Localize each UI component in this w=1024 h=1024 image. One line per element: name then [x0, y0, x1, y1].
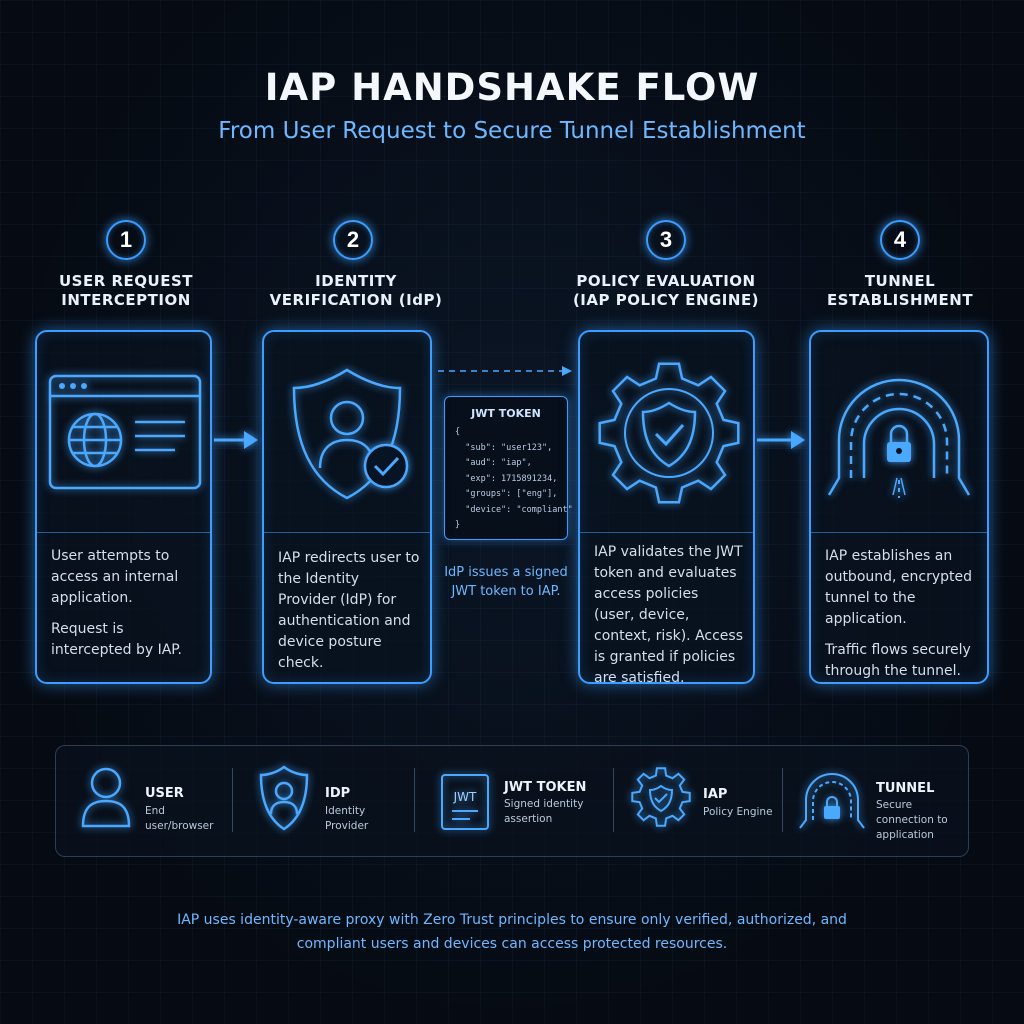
step-2-card: IAP redirects user to the Identity Provi… — [262, 330, 432, 684]
shield-user-check-icon — [292, 368, 409, 500]
dashed-arrow-step2-to-step3 — [438, 366, 572, 376]
shield-user-icon — [259, 765, 309, 831]
legend-user-name: USER — [145, 786, 184, 801]
jwt-token-panel: JWT TOKEN { "sub": "user123", "aud": "ia… — [444, 396, 573, 540]
jwt-document-label: JWT — [453, 790, 477, 804]
jwt-token-title: JWT TOKEN — [471, 407, 541, 420]
step-1-number: 1 — [106, 220, 146, 260]
gear-shield-icon — [631, 767, 691, 827]
step-3-description: IAP validates the JWT token and evaluate… — [594, 544, 744, 686]
legend-jwt-desc: Signed identity assertion — [504, 798, 584, 825]
page-subtitle: From User Request to Secure Tunnel Estab… — [218, 118, 806, 144]
page-title: IAP HANDSHAKE FLOW — [264, 66, 760, 109]
legend-user-desc: End user/browser — [145, 805, 214, 832]
step-2-number: 2 — [333, 220, 373, 260]
tunnel-lock-icon — [827, 378, 971, 498]
step-1-card: User attempts to access an internal appl… — [35, 330, 212, 684]
legend-tunnel-name: TUNNEL — [876, 781, 935, 796]
step-3-title: POLICY EVALUATION(IAP POLICY ENGINE) — [572, 272, 760, 309]
tunnel-legend-icon — [799, 773, 865, 829]
step-4-description: IAP establishes an outbound, encrypted t… — [825, 548, 973, 679]
arrow-step3-to-step4 — [757, 431, 805, 449]
step-3-card: IAP validates the JWT token and evaluate… — [578, 330, 755, 686]
gear-shield-check-icon — [598, 362, 740, 504]
legend-iap-name: IAP — [703, 787, 728, 802]
legend-idp-desc: Identity Provider — [325, 805, 369, 832]
jwt-document-icon: JWT — [441, 774, 489, 830]
jwt-token-payload: { "sub": "user123", "aud": "iap", "exp":… — [455, 427, 573, 530]
browser-globe-icon — [48, 374, 202, 490]
legend-tunnel-desc: Secure connection to application — [876, 799, 948, 841]
step-3-number: 3 — [646, 220, 686, 260]
step-4-card: IAP establishes an outbound, encrypted t… — [809, 330, 989, 684]
legend-jwt-name: JWT TOKEN — [504, 780, 587, 795]
footer-note: IAP uses identity-aware proxy with Zero … — [177, 912, 847, 952]
step-2-description: IAP redirects user to the Identity Provi… — [278, 550, 420, 671]
jwt-token-note: IdP issues a signed JWT token to IAP. — [444, 565, 568, 599]
step-4-number: 4 — [880, 220, 920, 260]
legend-iap-desc: Policy Engine — [703, 806, 773, 818]
legend-idp-name: IDP — [325, 786, 351, 801]
step-1-description: User attempts to access an internal appl… — [51, 548, 182, 658]
arrow-step1-to-step2 — [214, 431, 258, 449]
user-icon — [81, 767, 131, 828]
legend-panel — [55, 745, 969, 857]
